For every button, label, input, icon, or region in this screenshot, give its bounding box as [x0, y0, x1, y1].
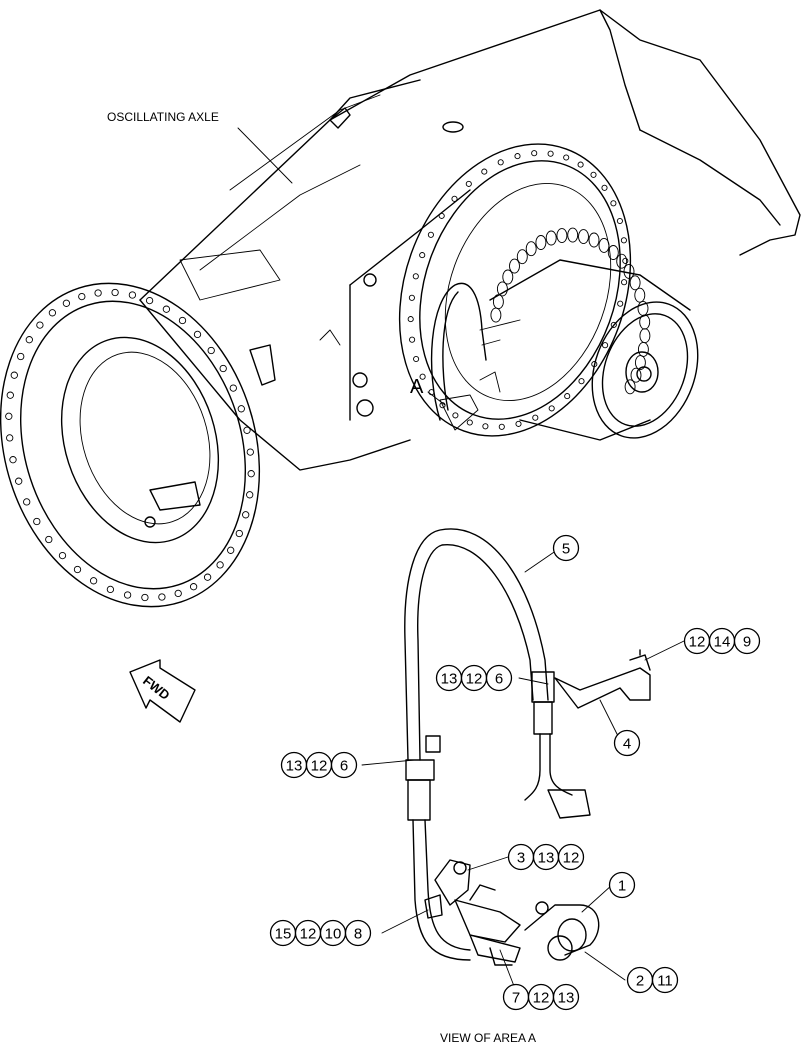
callout-number: 10 [325, 926, 342, 943]
area-a-marker: A [410, 376, 424, 398]
callout-circle [344, 919, 372, 947]
callout-number: 13 [441, 671, 458, 688]
callout-number: 12 [533, 990, 550, 1007]
callout-number: 8 [354, 926, 362, 943]
callout-number: 7 [512, 990, 520, 1007]
callout-leaders [361, 547, 685, 987]
callout-number: 12 [563, 850, 580, 867]
callout-number: 11 [657, 973, 673, 990]
callout-group-grp-4: 4 [613, 729, 641, 757]
callouts: 5 12 14 9 13 12 6 4 13 12 6 3 13 12 1 15 12 10 8 2 11 7 12 13 [269, 534, 761, 1011]
fwd-arrow: FWD [129, 659, 196, 723]
view-caption: VIEW OF AREA A [440, 1031, 536, 1045]
callout-number: 4 [623, 736, 631, 753]
axle-leader [237, 127, 293, 184]
area-a-leader [427, 391, 446, 406]
callout-number: 2 [636, 973, 644, 990]
callout-circle [557, 843, 585, 871]
callout-circle [552, 983, 580, 1011]
callout-number: 12 [300, 926, 317, 943]
callout-number: 12 [311, 758, 328, 775]
fwd-label: FWD [140, 673, 173, 703]
callout-number: 13 [538, 850, 555, 867]
callout-circle [613, 729, 641, 757]
callout-number: 13 [286, 758, 303, 775]
callout-circle [733, 627, 761, 655]
callout-group-grp-7-12-13: 7 12 13 [502, 983, 580, 1011]
callout-group-grp-12-14-9: 12 14 9 [683, 627, 761, 655]
callout-group-grp-1: 1 [608, 871, 636, 899]
callout-circle [651, 966, 679, 994]
callout-number: 9 [743, 634, 751, 651]
callout-number: 14 [714, 634, 731, 651]
right-hub [352, 143, 699, 441]
callout-group-grp-3-13-12: 3 13 12 [507, 843, 585, 871]
view-area-a [404, 528, 651, 966]
callout-number: 6 [340, 758, 348, 775]
callout-circle [485, 664, 513, 692]
callout-group-grp-5: 5 [552, 534, 580, 562]
left-flange [0, 282, 261, 608]
axle-label: OSCILLATING AXLE [107, 110, 219, 124]
callout-number: 3 [517, 850, 525, 867]
callout-group-grp-15-12-10-8: 15 12 10 8 [269, 919, 372, 947]
callout-number: 15 [275, 926, 292, 943]
callout-number: 13 [558, 990, 575, 1007]
axle-housing [139, 9, 801, 471]
callout-circle [330, 751, 358, 779]
callout-circle [608, 871, 636, 899]
callout-circle [552, 534, 580, 562]
callout-group-grp-13-12-6-lower: 13 12 6 [280, 751, 358, 779]
callout-group-grp-2-11: 2 11 [626, 966, 679, 994]
callout-number: 5 [562, 541, 570, 558]
callout-number: 6 [495, 671, 503, 688]
callout-number: 1 [618, 878, 626, 895]
callout-group-grp-13-12-6-upper: 13 12 6 [435, 664, 513, 692]
callout-number: 12 [689, 634, 706, 651]
callout-number: 12 [466, 671, 483, 688]
